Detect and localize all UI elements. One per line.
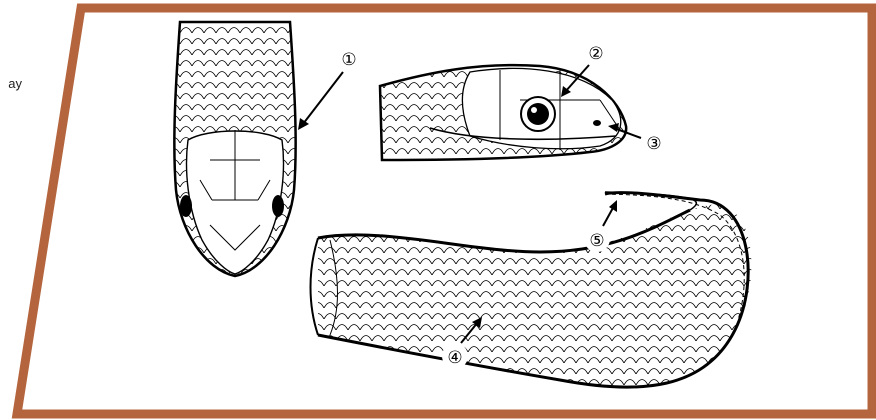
- callout-5-label: ⑤: [589, 231, 604, 250]
- callout-3-label: ③: [646, 134, 661, 153]
- callout-1-label: ①: [341, 50, 356, 69]
- left-eye-icon: [180, 195, 192, 217]
- head-top-view: [174, 22, 295, 276]
- head-side-view: [380, 65, 626, 160]
- nostril-icon: [593, 120, 601, 126]
- callout-4-label: ④: [447, 348, 462, 367]
- right-eye-icon: [272, 195, 284, 217]
- callout-2-label: ②: [588, 44, 603, 63]
